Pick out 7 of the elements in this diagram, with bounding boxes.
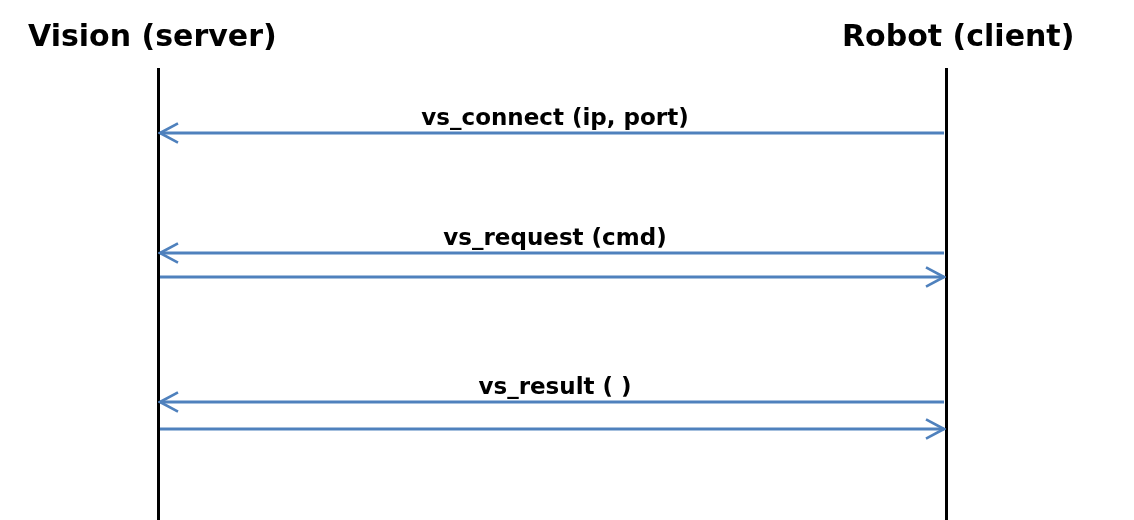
message-arrow — [158, 391, 944, 413]
message-arrow — [160, 418, 946, 440]
message-arrow — [160, 266, 946, 288]
message-arrow — [158, 242, 944, 264]
message-arrow — [158, 122, 944, 144]
participant-name: Vision (server) — [28, 18, 277, 53]
participant-name: Robot (client) — [842, 18, 1075, 53]
